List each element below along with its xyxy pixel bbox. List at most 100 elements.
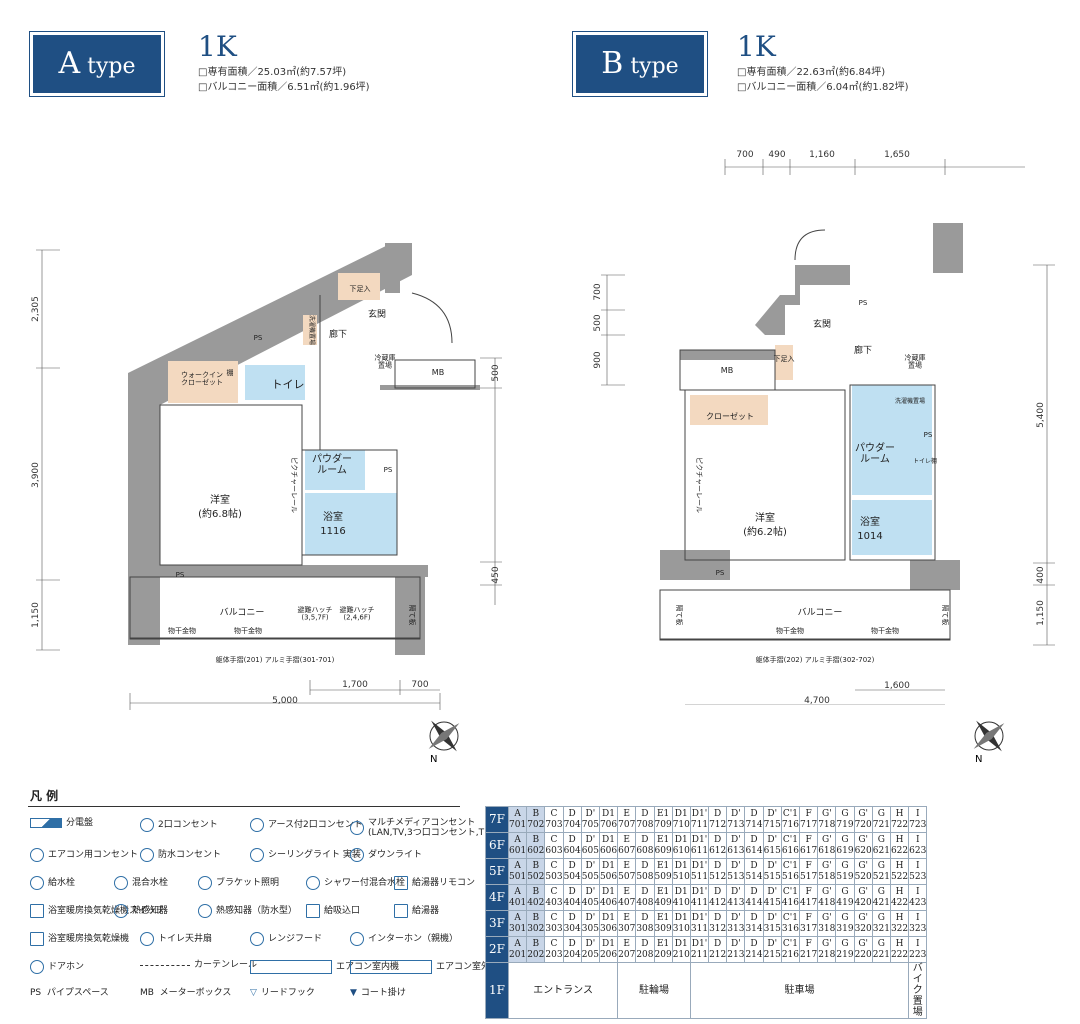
room-cell: G'318 [817, 910, 837, 937]
dim-a-bottom: 5,000 [272, 696, 298, 706]
legend-item: シーリングライト 実装 [250, 848, 361, 862]
a-room-powder: パウダールーム [312, 452, 352, 476]
b-room-bath-size: 1014 [857, 531, 882, 542]
type-a-layout: 1K [198, 30, 237, 63]
shower-tap-icon [306, 876, 320, 890]
ceiling-light-icon [250, 848, 264, 862]
room-cell: D1'511 [689, 858, 710, 885]
b-room-partition1: 隔て板 [675, 605, 684, 626]
mixing-tap-icon [114, 876, 128, 890]
a-room-mb: MB [432, 368, 444, 377]
a-room-hatch2: 避難ハッチ(2,4,6F) [340, 605, 375, 622]
b-room-ps1: PS [859, 299, 868, 307]
room-cell: D'605 [580, 832, 600, 859]
dim-a-bottom-sub-2: 700 [411, 680, 428, 690]
room-cell: G'220 [853, 936, 873, 963]
bath-dryer-icon [30, 932, 44, 946]
legend-label: アース付2口コンセント [268, 820, 363, 830]
room-cell: D'205 [580, 936, 600, 963]
heater-remote-icon [394, 876, 408, 890]
legend-title: 凡 例 [30, 789, 59, 803]
legend-item: シャワー付混合水栓 [306, 876, 405, 890]
type-b-badge: B type [572, 31, 708, 97]
legend-item: ▽リードフック [250, 988, 315, 998]
legend-item: 浴室暖房換気乾燥機スイッチ [30, 904, 165, 918]
a-room-toilet: トイレ [272, 378, 305, 391]
floor-label: 3F [485, 910, 509, 937]
a-room-shoebox: 下足入 [350, 285, 371, 293]
dim-a-right-1: 500 [491, 364, 501, 381]
room-cell: D'415 [762, 884, 782, 911]
ac-outlet-icon [30, 848, 44, 862]
room-cell: G'518 [817, 858, 837, 885]
floor-plan-a: 2,305 3,900 1,150 500 450 1,700 700 5,00… [31, 243, 502, 710]
b-room-picture-rail: ピクチャーレール [695, 457, 703, 513]
a-rail-note: 躯体手摺(201) アルミ手摺(301-701) [216, 655, 335, 664]
legend-label: 給湯器リモコン [412, 878, 476, 888]
room-cell: G'420 [853, 884, 873, 911]
room-cell: D'215 [762, 936, 782, 963]
legend-item: ドアホン [30, 960, 84, 974]
switchboard-icon [30, 818, 62, 828]
floor-label: 6F [485, 832, 509, 859]
legend-label: コート掛け [360, 988, 406, 998]
legend-label: 浴室暖房換気乾燥機スイッチ [48, 906, 166, 916]
legend-item: 熱感知器（防水型） [198, 904, 297, 918]
toilet-fan-icon [140, 932, 154, 946]
bracket-light-icon [198, 876, 212, 890]
type-b-balcony-area: □バルコニー面積／6.04㎡(約1.82坪) [737, 82, 909, 93]
legend-item: カーテンレール [140, 960, 257, 970]
a-room-ps3: PS [176, 571, 185, 579]
floor-label: 7F [485, 806, 509, 833]
legend-item: ダウンライト [350, 848, 422, 862]
legend-item: 給湯器リモコン [394, 876, 475, 890]
range-hood-icon [250, 932, 264, 946]
a-room-hatch1: 避難ハッチ(3,5,7F) [298, 605, 333, 622]
room-cell: D'713 [726, 806, 746, 833]
door-phone-icon [30, 960, 44, 974]
room-cell: D'705 [580, 806, 600, 833]
b-room-ps2: PS [924, 431, 933, 439]
dim-a-bottom-sub-1: 1,700 [342, 680, 368, 690]
room-cell: D'613 [726, 832, 746, 859]
legend-item: ブラケット照明 [198, 876, 279, 890]
ground-section: 駐輪場 [617, 962, 691, 1019]
a-room-bath-size: 1116 [320, 526, 345, 537]
